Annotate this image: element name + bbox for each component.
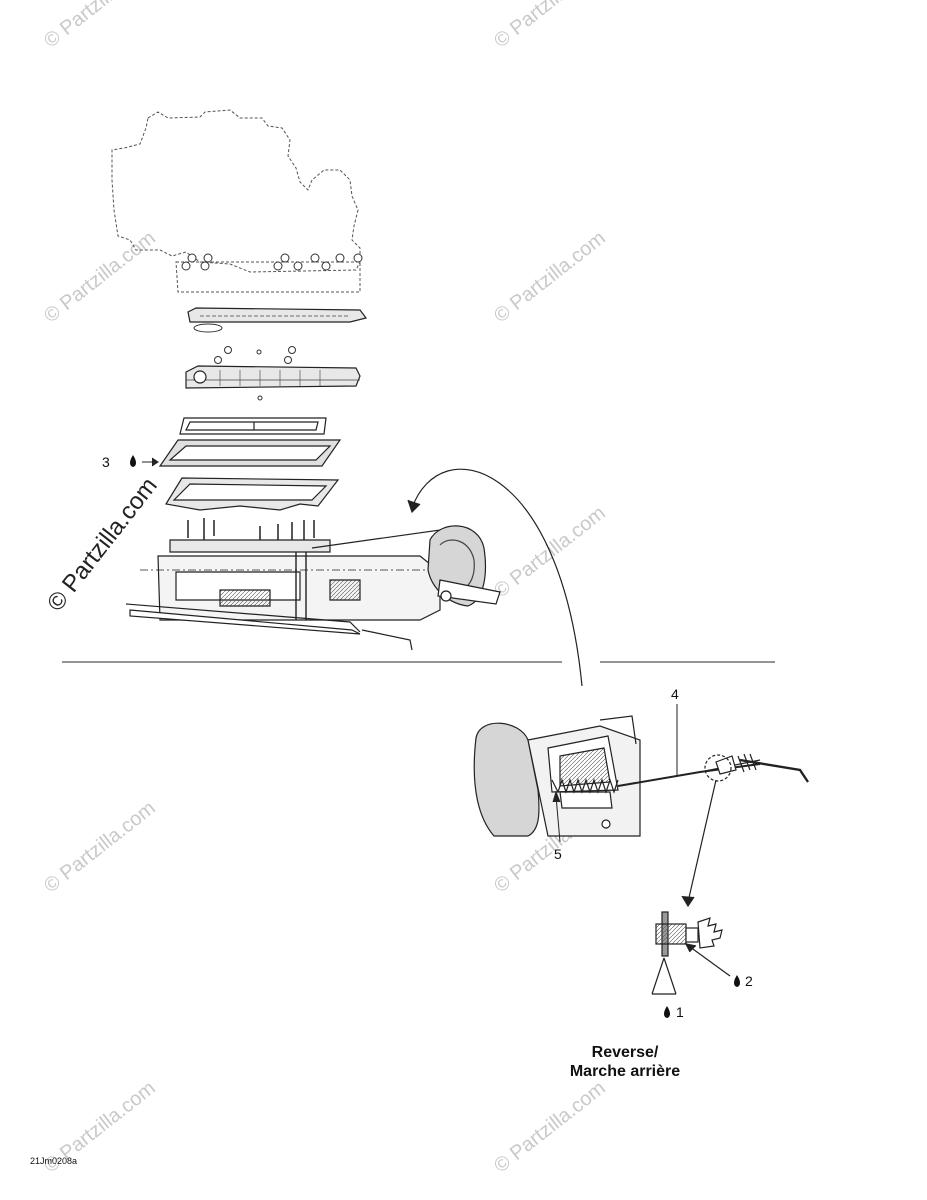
fitting-arrow bbox=[681, 779, 717, 908]
callout-5: 5 bbox=[554, 846, 562, 862]
drop-icon bbox=[130, 455, 136, 467]
caption-line-1: Reverse/ bbox=[591, 1044, 659, 1061]
diagram-caption: Reverse/ Marche arrière bbox=[540, 1043, 710, 1081]
callout-2: 2 bbox=[745, 973, 753, 989]
mounting-studs bbox=[187, 518, 315, 546]
hull-pump-assembly bbox=[125, 525, 501, 651]
o-ring bbox=[193, 323, 223, 333]
callout-4: 4 bbox=[671, 686, 679, 702]
caption-line-2: Marche arrière bbox=[569, 1063, 681, 1080]
adapter-plate bbox=[185, 365, 361, 389]
callout-leaders bbox=[142, 457, 678, 843]
upper-gasket bbox=[187, 307, 368, 323]
frame-gasket bbox=[179, 417, 327, 435]
tray-gasket bbox=[165, 477, 340, 511]
figure-reference: 21Jm0208a bbox=[30, 1156, 78, 1166]
cable-fitting bbox=[651, 911, 731, 995]
callout-3: 3 bbox=[102, 454, 110, 470]
seal-frame bbox=[158, 439, 342, 467]
callout-1: 1 bbox=[676, 1004, 684, 1020]
plate-nuts bbox=[214, 346, 296, 364]
reverse-assembly bbox=[473, 715, 809, 837]
detail-arrow bbox=[407, 468, 583, 687]
drop-icon bbox=[664, 1006, 670, 1018]
drop-icon bbox=[734, 975, 740, 987]
engine-mount-nuts bbox=[181, 253, 363, 271]
